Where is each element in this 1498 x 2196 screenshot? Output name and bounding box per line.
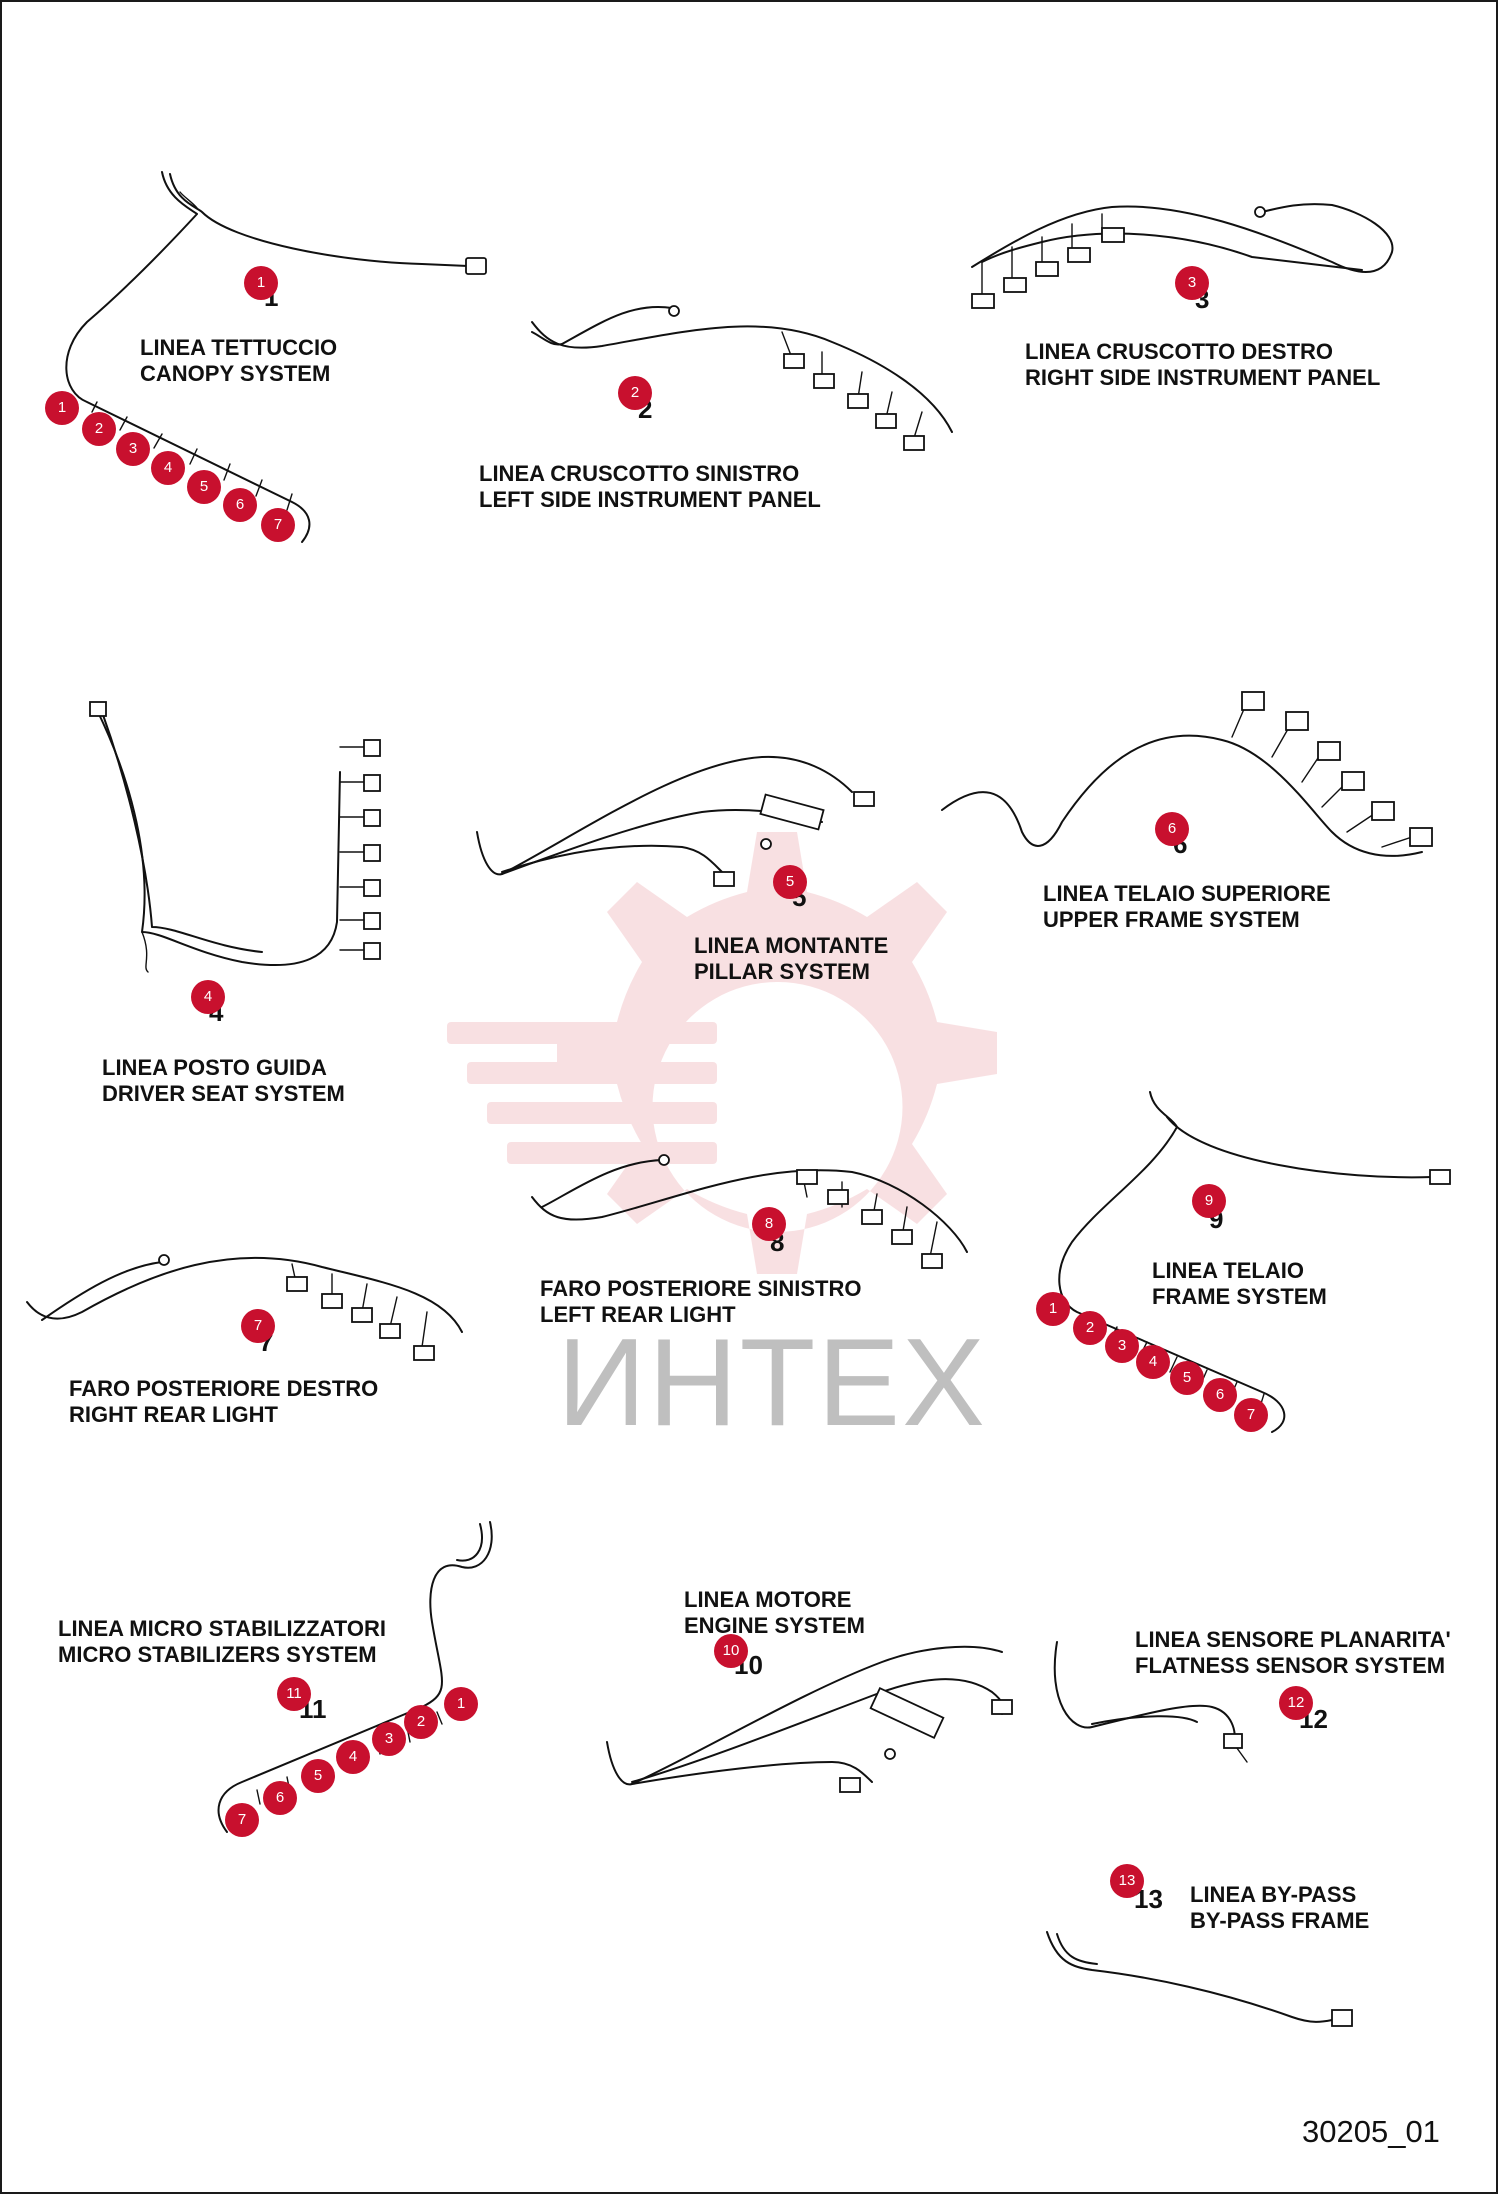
- harness-5-drawing: [476, 755, 875, 887]
- harness-1-drawing: [65, 171, 487, 543]
- frame-callout[interactable]: 5: [1170, 1361, 1204, 1395]
- harness-12-badge[interactable]: 12: [1279, 1686, 1313, 1720]
- harness-3-badge[interactable]: 3: [1175, 266, 1209, 300]
- harness-13-badge[interactable]: 13: [1110, 1864, 1144, 1898]
- harness-4-drawing: [89, 701, 381, 973]
- canopy-callout[interactable]: 1: [45, 391, 79, 425]
- canopy-callout[interactable]: 6: [223, 488, 257, 522]
- harness-10-drawing: [606, 1645, 1013, 1793]
- canopy-callout[interactable]: 2: [82, 412, 116, 446]
- harness-8-drawing: [531, 1154, 968, 1269]
- harness-2-badge[interactable]: 2: [618, 376, 652, 410]
- harness-6-badge[interactable]: 6: [1155, 812, 1189, 846]
- harness-4-badge[interactable]: 4: [191, 980, 225, 1014]
- harness-12-label: LINEA SENSORE PLANARITA'FLATNESS SENSOR …: [1135, 1627, 1451, 1678]
- frame-callout[interactable]: 4: [1136, 1345, 1170, 1379]
- harness-9-badge[interactable]: 9: [1192, 1184, 1226, 1218]
- micro-callout[interactable]: 6: [263, 1781, 297, 1815]
- harness-2-drawing: [531, 305, 953, 451]
- harness-6-drawing: [941, 691, 1433, 857]
- micro-callout[interactable]: 7: [225, 1803, 259, 1837]
- harness-1-badge[interactable]: 1: [244, 266, 278, 300]
- canopy-callout[interactable]: 4: [151, 451, 185, 485]
- harness-7-drawing: [26, 1254, 463, 1361]
- harness-7-badge[interactable]: 7: [241, 1309, 275, 1343]
- harness-3-drawing: [971, 203, 1394, 309]
- frame-callout[interactable]: 7: [1234, 1398, 1268, 1432]
- harness-13-drawing: [1046, 1931, 1353, 2027]
- drawing-code: 30205_01: [1302, 2114, 1440, 2149]
- harness-11-badge[interactable]: 11: [277, 1677, 311, 1711]
- harness-11-drawing: [217, 1521, 493, 1833]
- harness-8-badge[interactable]: 8: [752, 1207, 786, 1241]
- frame-callout[interactable]: 2: [1073, 1311, 1107, 1345]
- micro-callout[interactable]: 2: [404, 1705, 438, 1739]
- harness-10-badge[interactable]: 10: [714, 1634, 748, 1668]
- canopy-callout[interactable]: 7: [261, 508, 295, 542]
- canopy-callout[interactable]: 3: [116, 432, 150, 466]
- frame-callout[interactable]: 3: [1105, 1329, 1139, 1363]
- micro-callout[interactable]: 4: [336, 1740, 370, 1774]
- frame-callout[interactable]: 6: [1203, 1378, 1237, 1412]
- micro-callout[interactable]: 1: [444, 1687, 478, 1721]
- canopy-callout[interactable]: 5: [187, 470, 221, 504]
- micro-callout[interactable]: 3: [372, 1722, 406, 1756]
- harness-12-drawing: [1053, 1641, 1248, 1763]
- frame-callout[interactable]: 1: [1036, 1292, 1070, 1326]
- harness-5-badge[interactable]: 5: [773, 865, 807, 899]
- micro-callout[interactable]: 5: [301, 1759, 335, 1793]
